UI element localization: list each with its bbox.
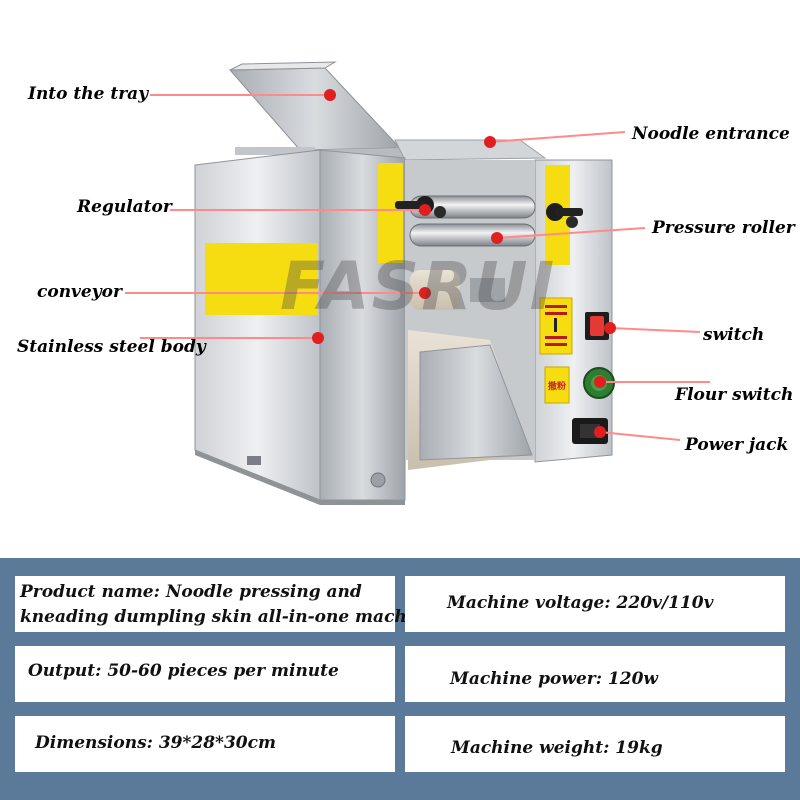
callout-lines [125,89,710,441]
spec-power-text: Machine power: 120w [450,669,659,689]
spec-voltage-text: Machine voltage: 220v/110v [447,593,714,613]
label-conveyor: conveyor [37,282,122,302]
product-diagram: 撒粉 [17,61,795,505]
top-edge [235,147,315,155]
rocker-switch [590,316,604,336]
label-regulator: Regulator [77,197,172,217]
spec-power: Machine power: 120w [405,646,785,702]
yellow-label-panel [205,243,318,315]
left-yellow-strip [378,163,403,263]
spec-dimensions: Dimensions: 39*28*30cm [15,716,395,772]
flour-label-text: 撒粉 [548,380,566,392]
spec-product-name: Product name: Noodle pressing and kneadi… [15,576,437,632]
label-pressure-roller: Pressure roller [652,218,795,238]
spec-dimensions-text: Dimensions: 39*28*30cm [35,733,276,753]
label-into-tray: Into the tray [28,84,149,104]
spec-weight-text: Machine weight: 19kg [451,738,663,758]
label-flour-switch: Flour switch [675,385,794,405]
flour-label [544,366,570,404]
spec-output-text: Output: 50-60 pieces per minute [28,661,339,681]
spec-voltage: Machine voltage: 220v/110v [405,576,785,632]
spec-weight: Machine weight: 19kg [405,716,785,772]
brand-watermark: FASRUI [280,248,557,325]
stainless-steel-body [194,149,406,505]
label-power-jack: Power jack [685,435,789,455]
machine-illustration: 撒粉 [125,61,710,505]
conveyor-roller [410,270,460,310]
specs-panel: Product name: Noodle pressing and kneadi… [0,558,800,800]
spec-output: Output: 50-60 pieces per minute [15,646,395,702]
label-noodle-entrance: Noodle entrance [632,124,790,144]
spec-product-name-line2: kneading dumpling skin all-in-one machin… [20,607,437,627]
label-stainless-steel-body: Stainless steel body [17,337,206,357]
noodle-entrance [394,139,547,161]
pressure-roller-bottom [409,223,536,247]
spec-product-name-line1: Product name: Noodle pressing and [20,582,362,602]
label-switch: switch [703,325,765,345]
